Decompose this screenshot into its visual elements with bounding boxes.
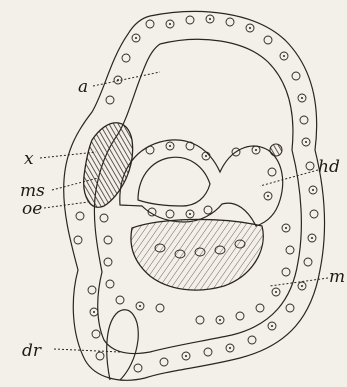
label-a: a (78, 77, 88, 97)
label-x: x (24, 149, 34, 169)
label-ms: ms (20, 181, 45, 201)
leader-oe (44, 202, 88, 208)
label-hd: hd (318, 157, 340, 177)
leader-hd (260, 170, 318, 186)
label-dr: dr (22, 341, 42, 361)
lower-pit (107, 310, 139, 380)
leader-m (270, 278, 328, 286)
leader-dr (54, 349, 120, 352)
leader-a (93, 72, 160, 86)
label-oe: oe (22, 199, 42, 219)
dark-cell-cluster (84, 123, 282, 208)
leader-lines (40, 72, 328, 352)
hatched-mass (131, 219, 263, 290)
label-m: m (329, 267, 345, 287)
